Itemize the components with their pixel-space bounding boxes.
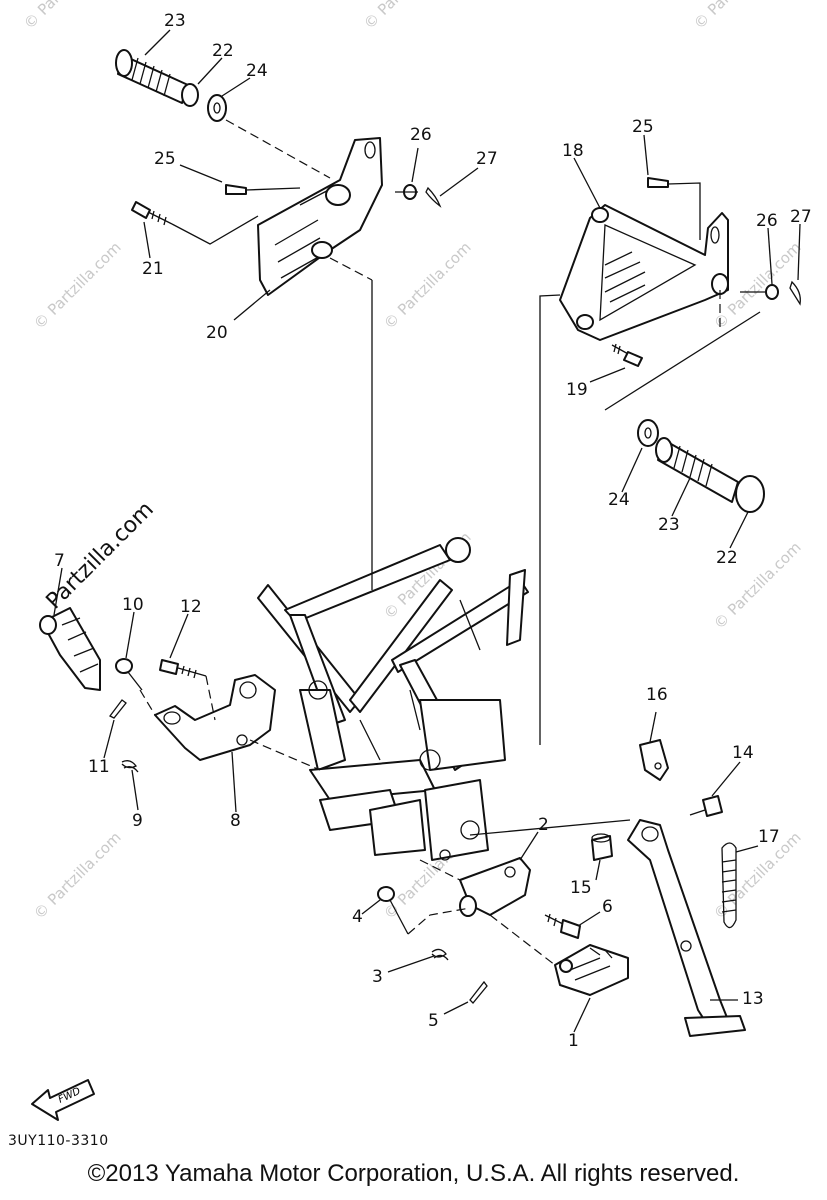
plate-16	[639, 739, 669, 781]
spring-3	[431, 948, 449, 961]
footrest-peg-left	[115, 49, 227, 122]
callout-18: 18	[562, 141, 584, 161]
footrest-bracket-left	[257, 137, 383, 296]
callout-13: 13	[742, 989, 764, 1009]
callout-21: 21	[142, 259, 164, 279]
pin-4	[377, 886, 409, 935]
callout-23-left: 23	[164, 11, 186, 31]
pin-25-left	[225, 184, 247, 195]
cotter-pin-11	[109, 699, 127, 719]
leader-lines	[53, 29, 801, 1033]
callout-14: 14	[732, 743, 754, 763]
footrest-bracket-right	[559, 204, 729, 341]
callout-26-left: 26	[410, 125, 432, 145]
spring-9	[121, 760, 139, 773]
callout-11: 11	[88, 757, 110, 777]
bolt-12	[159, 659, 207, 679]
cotter-pin-5	[469, 980, 488, 1004]
pin-10	[115, 658, 143, 691]
callout-9: 9	[132, 811, 143, 831]
watermark: © Partzilla.com	[690, 0, 785, 33]
diagram-code: 3UY110-3310	[8, 1133, 109, 1149]
watermark: © Partzilla.com	[30, 238, 125, 333]
right-footrest-assembly	[539, 177, 801, 745]
bolt-21	[131, 201, 173, 226]
footrest-7	[39, 607, 101, 691]
callout-23-right: 23	[658, 515, 680, 535]
forward-arrow-icon: FWD	[31, 1079, 95, 1121]
footrest-peg-right	[637, 419, 765, 513]
bolt-6	[544, 913, 581, 939]
sidestand-13	[627, 819, 746, 1037]
callout-12: 12	[180, 597, 202, 617]
callout-22-left: 22	[212, 41, 234, 61]
callout-3: 3	[372, 967, 383, 987]
bolt-19	[611, 343, 643, 367]
watermark: © Partzilla.com	[360, 0, 455, 33]
callout-25-left: 25	[154, 149, 176, 169]
callout-7: 7	[54, 551, 65, 571]
bolt-14	[689, 795, 723, 817]
callout-27-right: 27	[790, 207, 812, 227]
watermark: © Partzilla.com	[30, 828, 125, 923]
frame	[257, 257, 529, 861]
copyright-notice: ©2013 Yamaha Motor Corporation, U.S.A. A…	[87, 1160, 740, 1187]
washer-26-right	[765, 284, 779, 300]
callout-8: 8	[230, 811, 241, 831]
callout-19: 19	[566, 380, 588, 400]
left-lower-parts	[39, 607, 321, 773]
cotter-pin-27-left	[425, 186, 442, 208]
callout-2: 2	[538, 815, 549, 835]
spring-17	[721, 842, 737, 929]
left-footrest-assembly	[115, 49, 442, 296]
callout-17: 17	[758, 827, 780, 847]
pin-25-right	[647, 177, 669, 188]
callout-22-right: 22	[716, 548, 738, 568]
bracket-2	[459, 857, 531, 917]
callout-24-left: 24	[246, 61, 268, 81]
footrest-1	[554, 944, 629, 996]
callout-4: 4	[352, 907, 363, 927]
watermark: © Partzilla.com	[20, 0, 115, 33]
callout-6: 6	[602, 897, 613, 917]
callout-27-left: 27	[476, 149, 498, 169]
callout-15: 15	[570, 878, 592, 898]
watermark: © Partzilla.com	[380, 238, 475, 333]
callout-1: 1	[568, 1031, 579, 1051]
callout-25-right: 25	[632, 117, 654, 137]
callout-26-right: 26	[756, 211, 778, 231]
collar-15	[591, 833, 613, 861]
callout-5: 5	[428, 1011, 439, 1031]
callout-20: 20	[206, 323, 228, 343]
callout-10: 10	[122, 595, 144, 615]
callouts: 23 22 24 25 26 27 21 20 25 18 26 27 19 2…	[54, 11, 812, 1051]
callout-24-right: 24	[608, 490, 630, 510]
right-lower-parts	[377, 739, 746, 1037]
callout-16: 16	[646, 685, 668, 705]
cotter-pin-27-right	[789, 280, 801, 306]
